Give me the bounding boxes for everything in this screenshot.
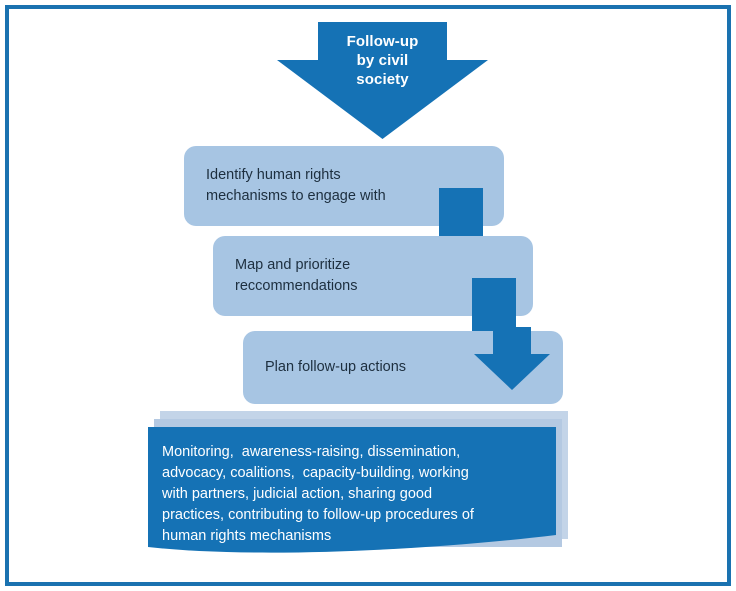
follow-up-by-civil-society-arrow: Follow-up by civil society	[277, 22, 488, 139]
step-1-line-2: mechanisms to engage with	[206, 188, 386, 204]
outcome-panel-follow-up-activities: Monitoring, awareness-raising, dissemina…	[148, 427, 556, 560]
step-2-text: Map and prioritize reccommendations	[213, 255, 368, 297]
step-1-text: Identify human rights mechanisms to enga…	[184, 165, 396, 207]
step-1-line-1: Identify human rights	[206, 167, 341, 183]
outcome-line-5: human rights mechanisms	[162, 528, 332, 544]
connector-arrow-3-down-icon	[474, 327, 550, 390]
diagram-border-frame	[5, 5, 731, 586]
outcome-line-1: Monitoring, awareness-raising, dissemina…	[162, 444, 461, 460]
step-2-line-2: reccommendations	[235, 278, 358, 294]
step-3-text: Plan follow-up actions	[243, 357, 416, 378]
outcome-line-3: with partners, judicial action, sharing …	[162, 486, 433, 502]
outcome-line-2: advocacy, coalitions, capacity-building,…	[162, 465, 469, 481]
outcome-line-4: practices, contributing to follow-up pro…	[162, 507, 474, 523]
step-3-line-1: Plan follow-up actions	[265, 359, 407, 375]
step-2-line-1: Map and prioritize	[235, 257, 351, 273]
outcome-panel-text: Monitoring, awareness-raising, dissemina…	[162, 442, 544, 547]
